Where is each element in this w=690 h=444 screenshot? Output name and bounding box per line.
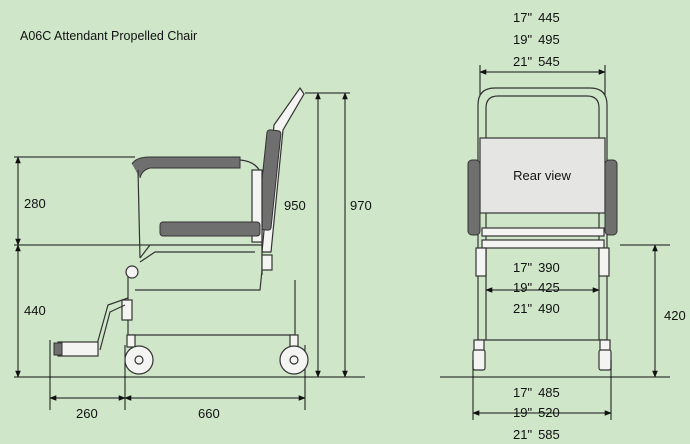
footplate-end xyxy=(53,342,63,356)
armrest-rear-post xyxy=(251,169,263,243)
rear-seat-height-label: 420 xyxy=(664,308,686,323)
base-width-21: 21"585 xyxy=(513,427,560,442)
rear-right-clamp xyxy=(598,247,610,277)
diagram-title: A06C Attendant Propelled Chair xyxy=(20,29,197,43)
footrest-arm-inner xyxy=(99,304,126,351)
overall-width-17: 17"445 xyxy=(513,10,560,25)
front-caster-fork xyxy=(126,334,136,348)
armrest-pad xyxy=(131,156,241,179)
mid-rail xyxy=(135,269,263,291)
rear-left-clamp xyxy=(475,247,487,277)
rear-right-armrest xyxy=(604,159,618,236)
seat-brace xyxy=(139,251,255,263)
dim-overall-label: 950 xyxy=(284,198,306,213)
footrest-arm xyxy=(95,297,129,349)
seat-frame xyxy=(139,244,263,275)
front-caster-hub xyxy=(134,355,144,365)
rear-frame-inner xyxy=(485,95,600,340)
lower-frame xyxy=(127,272,296,336)
dim-armrest-label: 280 xyxy=(24,196,46,211)
footplate xyxy=(57,341,99,357)
frame-hinge xyxy=(125,265,139,279)
rear-view-label: Rear view xyxy=(513,168,571,183)
rear-seat-bar-bottom xyxy=(481,239,605,249)
side-view: 280 440 950 970 260 660 xyxy=(14,86,372,421)
rear-seat-bar-top xyxy=(481,227,605,237)
dim-footrest-label: 260 xyxy=(76,406,98,421)
rear-frame-outer xyxy=(477,87,608,340)
seat-width-17: 17"390 xyxy=(513,260,560,275)
overall-width-21: 21"545 xyxy=(513,54,560,69)
overall-width-19: 19"495 xyxy=(513,32,560,47)
front-clamp xyxy=(121,299,133,321)
dim-seat-label: 440 xyxy=(24,303,46,318)
armrest-front-post xyxy=(137,169,141,259)
rear-left-wheel xyxy=(472,349,486,371)
seat-width-21: 21"490 xyxy=(513,301,560,316)
dim-total-label: 970 xyxy=(350,198,372,213)
base-width-17: 17"485 xyxy=(513,385,560,400)
frame-joint xyxy=(261,254,273,271)
rear-right-wheel xyxy=(598,349,612,371)
base-width-19: 19"520 xyxy=(513,405,560,420)
dim-depth-label: 660 xyxy=(198,406,220,421)
rear-caster-fork xyxy=(289,334,299,348)
rear-view: 17"445 19"495 21"545 Rear view 17"390 19… xyxy=(440,10,686,442)
rear-caster-hub xyxy=(289,355,299,365)
rear-left-armrest xyxy=(467,159,481,236)
seat-width-19: 19"425 xyxy=(513,280,560,295)
seat-cushion xyxy=(159,221,261,237)
